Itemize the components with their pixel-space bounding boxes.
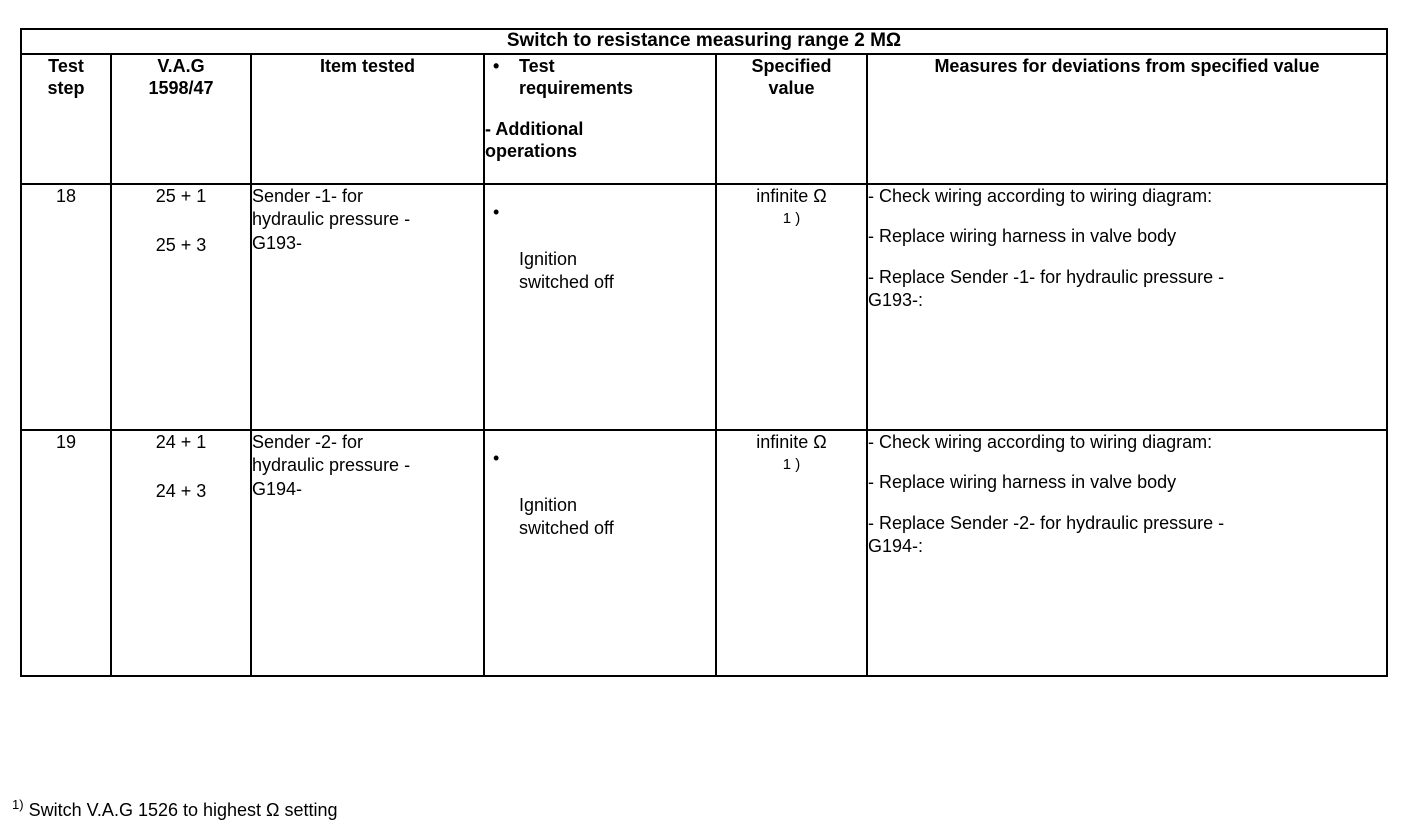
cell-vag-number: 24 + 1 24 + 3 xyxy=(110,428,252,677)
header-requirements-text: Test requirements xyxy=(519,55,634,99)
table-row: 19 24 + 1 24 + 3 Sender -2- for hydrauli… xyxy=(20,428,1389,677)
cell-test-requirements: • Ignition switched off xyxy=(483,428,717,677)
cell-vag-number: 25 + 1 25 + 3 xyxy=(110,182,252,431)
vag-value-second: 24 + 3 xyxy=(155,481,207,502)
vag-value-first: 25 + 1 xyxy=(155,185,207,206)
requirement-bullet-item: • Ignition switched off xyxy=(485,201,715,295)
footnote-text: Switch V.A.G 1526 to highest Ω setting xyxy=(23,800,338,820)
header-additional-operations: - Additional operations xyxy=(485,118,584,162)
measure-line: - Replace wiring harness in valve body xyxy=(868,226,1177,247)
cell-specified-value: infinite Ω 1 ) xyxy=(715,428,868,677)
requirement-text: Ignition switched off xyxy=(519,248,614,292)
vag-value-second: 25 + 3 xyxy=(155,235,207,256)
test-procedure-table: Switch to resistance measuring range 2 M… xyxy=(19,28,1389,677)
header-requirements-bullet-line: • Test requirements xyxy=(485,55,715,100)
cell-test-step: 19 xyxy=(20,428,112,677)
item-tested-text: Sender -1- for hydraulic pressure - G193… xyxy=(252,185,411,253)
header-measures: Measures for deviations from specified v… xyxy=(865,52,1389,185)
measure-line: - Replace wiring harness in valve body xyxy=(868,472,1177,493)
header-test-requirements: • Test requirements - Additional operati… xyxy=(483,52,717,185)
cell-test-step: 18 xyxy=(20,182,112,431)
item-tested-text: Sender -2- for hydraulic pressure - G194… xyxy=(252,431,411,499)
bullet-icon: • xyxy=(493,201,500,222)
header-test-step: Test step xyxy=(20,52,112,185)
requirement-bullet-item: • Ignition switched off xyxy=(485,447,715,541)
specified-value-footnote-ref: 1 ) xyxy=(782,456,801,474)
requirement-text: Ignition switched off xyxy=(519,494,614,538)
table-row: 18 25 + 1 25 + 3 Sender -1- for hydrauli… xyxy=(20,182,1389,431)
bullet-icon: • xyxy=(493,447,500,468)
measure-line: - Check wiring according to wiring diagr… xyxy=(868,185,1213,206)
table-title: Switch to resistance measuring range 2 M… xyxy=(19,28,1389,55)
vag-value-first: 24 + 1 xyxy=(155,431,207,452)
measure-line: - Replace Sender -1- for hydraulic press… xyxy=(868,266,1225,310)
cell-measures: - Check wiring according to wiring diagr… xyxy=(865,182,1389,431)
cell-item-tested: Sender -2- for hydraulic pressure - G194… xyxy=(250,428,485,677)
specified-value-footnote-ref: 1 ) xyxy=(782,210,801,228)
footnote: 1) Switch V.A.G 1526 to highest Ω settin… xyxy=(12,797,338,822)
header-vag-number: V.A.G 1598/47 xyxy=(110,52,252,185)
table-title-row: Switch to resistance measuring range 2 M… xyxy=(19,28,1389,55)
measure-line: - Check wiring according to wiring diagr… xyxy=(868,431,1213,452)
measure-line: - Replace Sender -2- for hydraulic press… xyxy=(868,512,1225,556)
bullet-icon: • xyxy=(493,55,500,76)
header-specified-value: Specified value xyxy=(715,52,868,185)
table-header-row: Test step V.A.G 1598/47 Item tested • Te… xyxy=(20,52,1389,185)
specified-value-text: infinite Ω xyxy=(756,431,827,452)
header-item-tested: Item tested xyxy=(250,52,485,185)
cell-item-tested: Sender -1- for hydraulic pressure - G193… xyxy=(250,182,485,431)
cell-measures: - Check wiring according to wiring diagr… xyxy=(865,428,1389,677)
footnote-marker: 1) xyxy=(12,797,24,812)
cell-specified-value: infinite Ω 1 ) xyxy=(715,182,868,431)
cell-test-requirements: • Ignition switched off xyxy=(483,182,717,431)
specified-value-text: infinite Ω xyxy=(756,185,827,206)
